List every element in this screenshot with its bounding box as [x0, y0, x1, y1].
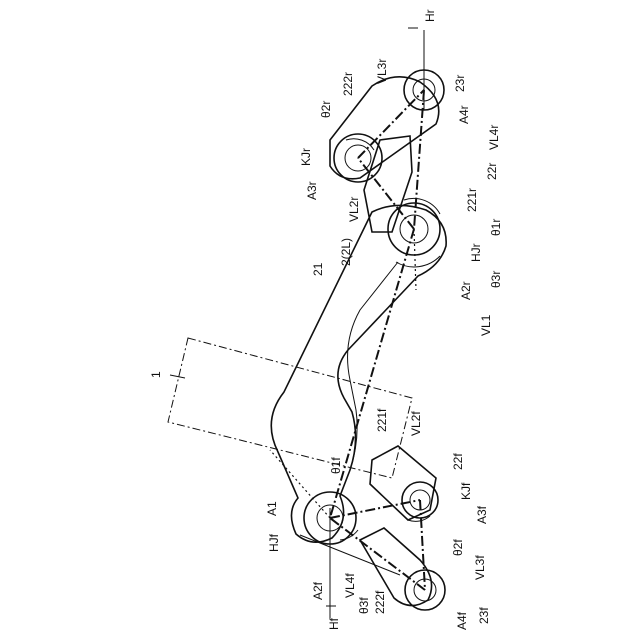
label-HJr: HJr	[469, 243, 483, 262]
label-VL3f: VL3f	[473, 555, 487, 580]
label-A3r: A3r	[305, 181, 319, 200]
label-23r: 23r	[453, 75, 467, 92]
label-VL2r: VL2r	[347, 197, 361, 222]
label-theta3r: θ3r	[489, 271, 503, 288]
label-22r: 22r	[485, 163, 499, 180]
label-1: 1	[149, 371, 163, 378]
label-A4r: A4r	[457, 105, 471, 124]
label-221r: 221r	[465, 188, 479, 212]
label-theta1f: θ1f	[329, 457, 343, 474]
link-222f-edge	[300, 535, 400, 575]
label-VL4r: VL4r	[487, 125, 501, 150]
label-A2f: A2f	[311, 581, 325, 600]
label-theta3f: θ3f	[357, 597, 371, 614]
label-VL2f: VL2f	[409, 411, 423, 436]
arm-21-outline	[271, 205, 446, 542]
label-theta2r: θ2r	[319, 101, 333, 118]
label-KJr: KJr	[299, 148, 313, 166]
label-A3f: A3f	[475, 505, 489, 524]
label-Hf: Hf	[327, 617, 341, 630]
label-theta2f: θ2f	[451, 539, 465, 556]
labels: Hr VL3r 222r 23r θ2r A4r VL4r KJr 22r A3…	[149, 9, 503, 630]
label-A2r: A2r	[459, 281, 473, 300]
body-1-leader	[170, 375, 185, 378]
label-221f: 221f	[375, 408, 389, 432]
label-HJf: HJf	[267, 533, 281, 552]
label-A4f: A4f	[455, 611, 469, 630]
label-Hr: Hr	[423, 9, 437, 22]
label-VL4f: VL4f	[343, 573, 357, 598]
label-222f: 222f	[373, 590, 387, 614]
label-222r: 222r	[341, 72, 355, 96]
label-theta1r: θ1r	[489, 219, 503, 236]
label-VL1: VL1	[479, 314, 493, 336]
label-VL3r: VL3r	[375, 59, 389, 84]
label-23f: 23f	[477, 607, 491, 624]
label-22f: 22f	[451, 453, 465, 470]
line-VL3r	[358, 90, 424, 158]
arc-theta1f	[344, 496, 356, 514]
label-A1: A1	[265, 501, 279, 516]
arc-theta2r	[346, 139, 374, 150]
label-21: 21	[311, 262, 325, 276]
label-KJf: KJf	[459, 482, 473, 500]
label-2_2L: 2(2L)	[339, 238, 353, 266]
